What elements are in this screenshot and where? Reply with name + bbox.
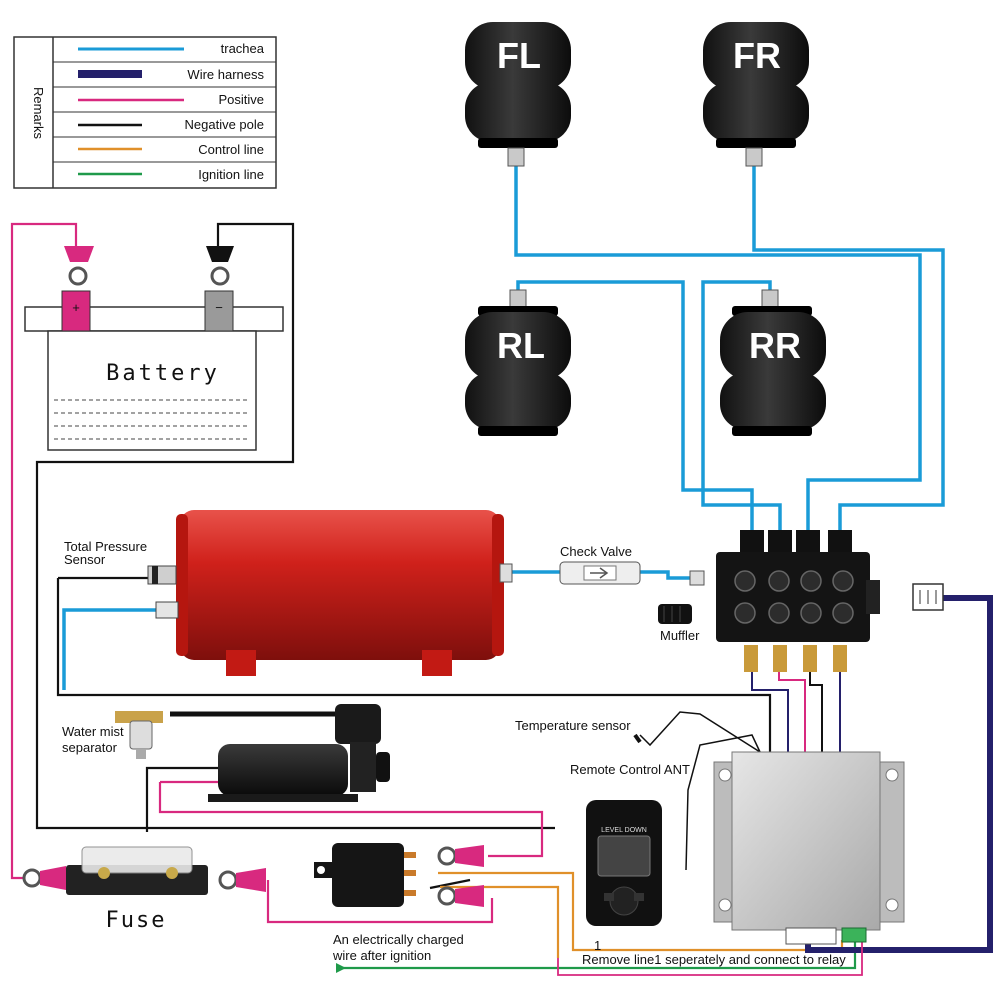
legend-label-ignition: Ignition line	[198, 167, 264, 182]
air-lines	[62, 165, 945, 690]
label-fuse: Fuse	[106, 908, 167, 933]
tank-water-fitting	[155, 601, 179, 619]
label-muffler: Muffler	[660, 628, 700, 643]
battery: + − Battery	[24, 246, 284, 451]
label-water-mist-line-1: Water mist	[62, 724, 124, 739]
harness-connector	[912, 583, 944, 611]
remote-control: LEVEL DOWN	[586, 800, 662, 926]
battery-negative-sign: −	[215, 300, 223, 315]
negative-wires	[35, 222, 772, 890]
label-total-pressure-line-1: Total Pressure	[64, 539, 147, 554]
label-line-number: 1	[594, 938, 601, 953]
bag-label-rl: RL	[497, 325, 545, 366]
air-tank	[176, 510, 513, 676]
battery-label: Battery	[106, 361, 220, 386]
temperature-sensor	[633, 733, 642, 744]
air-bag-fl: FL	[465, 22, 571, 167]
valve-wires	[751, 672, 841, 752]
battery-positive-sign: +	[72, 300, 80, 315]
misc-wires	[557, 711, 863, 976]
label-water-mist-line-2: separator	[62, 740, 118, 755]
compressor	[170, 704, 390, 802]
check-valve	[559, 561, 705, 586]
legend-label-negative: Negative pole	[185, 117, 265, 132]
bag-label-fr: FR	[733, 35, 781, 76]
legend-label-control: Control line	[198, 142, 264, 157]
legend-label-positive: Positive	[218, 92, 264, 107]
bag-label-rr: RR	[749, 325, 801, 366]
relay-ring-connectors	[437, 845, 484, 907]
label-check-valve: Check Valve	[560, 544, 632, 559]
ignition-arrow	[336, 963, 346, 973]
air-bag-rr: RR	[720, 289, 826, 436]
water-mist-separator	[115, 711, 163, 759]
wire-harness	[805, 595, 993, 953]
legend-title: Remarks	[31, 87, 46, 140]
total-pressure-sensor	[147, 565, 177, 585]
label-remote-ant: Remote Control ANT	[570, 762, 690, 777]
positive-wires	[10, 222, 544, 924]
relay	[314, 843, 416, 907]
legend-label-wire-harness: Wire harness	[187, 67, 264, 82]
label-ignition-line-1: An electrically charged	[333, 932, 464, 947]
label-remove-line: Remove line1 seperately and connect to r…	[582, 952, 846, 967]
muffler	[658, 604, 692, 624]
battery-negative-terminal: −	[204, 246, 234, 332]
air-bag-fr: FR	[703, 22, 809, 167]
label-total-pressure-line-2: Sensor	[64, 552, 106, 567]
battery-positive-terminal: +	[61, 246, 94, 332]
ecu-controller	[713, 751, 905, 945]
air-bag-rl: RL	[465, 289, 571, 436]
legend-box: Remarks trachea Wire harness Positive Ne…	[13, 36, 277, 189]
valve-manifold	[716, 530, 880, 672]
fuse	[22, 846, 266, 895]
legend-label-trachea: trachea	[221, 41, 265, 56]
label-temperature-sensor: Temperature sensor	[515, 718, 631, 733]
bag-label-fl: FL	[497, 35, 541, 76]
label-ignition-line-2: wire after ignition	[332, 948, 431, 963]
remote-brand: LEVEL DOWN	[601, 827, 647, 834]
